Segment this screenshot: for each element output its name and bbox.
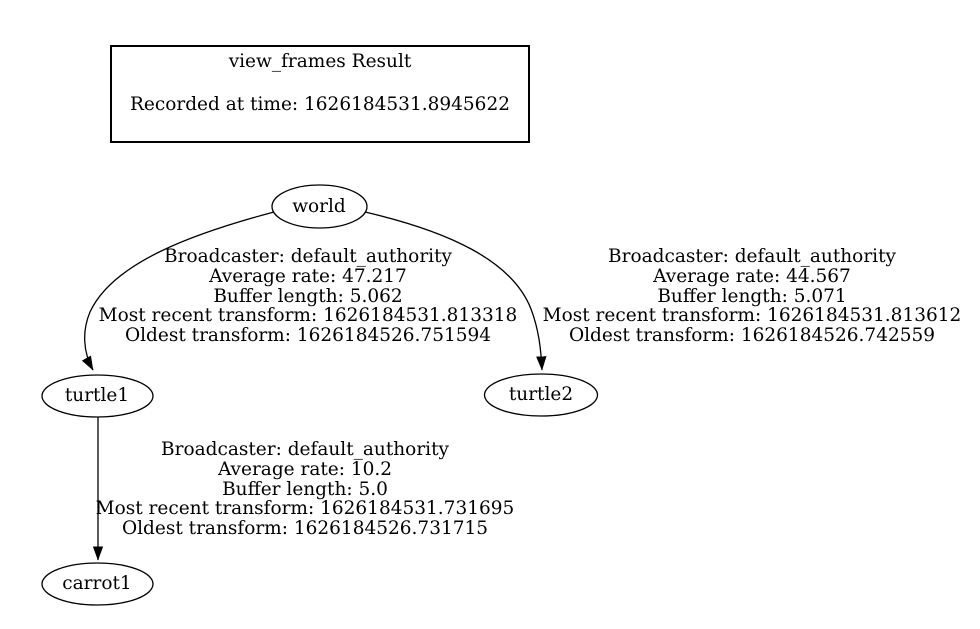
node-label-carrot1: carrot1 <box>62 573 132 594</box>
broadcaster-line: Broadcaster: default_authority <box>608 246 896 267</box>
buffer-length-line: Buffer length: 5.071 <box>657 285 847 307</box>
edge-world-turtle2 <box>364 211 547 371</box>
node-label-turtle2: turtle2 <box>508 384 574 405</box>
average-rate-line: Average rate: 44.567 <box>653 265 851 287</box>
node-ellipse-world <box>271 184 368 229</box>
edge-label-turtle1-carrot1: Broadcaster: default_authority Average r… <box>94 440 516 539</box>
node-ellipse-turtle2 <box>483 373 599 417</box>
edge-label-world-turtle1: Broadcaster: default_authority Average r… <box>97 247 519 346</box>
oldest-transform-line: Oldest transform: 1626184526.751594 <box>124 325 492 347</box>
most-recent-transform-line: Most recent transform: 1626184531.813612 <box>542 305 962 327</box>
result-title: view_frames Result <box>228 51 412 72</box>
broadcaster-line: Broadcaster: default_authority <box>161 439 449 460</box>
broadcaster-line: Broadcaster: default_authority <box>164 246 452 267</box>
node-ellipse-carrot1 <box>41 562 154 606</box>
result-title-box: view_frames Result Recorded at time: 162… <box>110 45 530 143</box>
most-recent-transform-line: Most recent transform: 1626184531.731695 <box>95 498 515 520</box>
edge-world-turtle1 <box>81 211 275 371</box>
recorded-at-time: Recorded at time: 1626184531.8945622 <box>129 94 510 115</box>
oldest-transform-line: Oldest transform: 1626184526.742559 <box>568 325 936 347</box>
most-recent-transform-line: Most recent transform: 1626184531.813318 <box>98 305 518 327</box>
average-rate-line: Average rate: 10.2 <box>217 458 393 480</box>
buffer-length-line: Buffer length: 5.0 <box>222 478 388 500</box>
node-label-turtle1: turtle1 <box>64 385 130 406</box>
average-rate-line: Average rate: 47.217 <box>209 265 407 287</box>
node-label-world: world <box>292 196 346 217</box>
oldest-transform-line: Oldest transform: 1626184526.731715 <box>121 518 489 540</box>
edge-label-world-turtle2: Broadcaster: default_authority Average r… <box>541 247 963 346</box>
buffer-length-line: Buffer length: 5.062 <box>213 285 403 307</box>
node-ellipse-turtle1 <box>41 374 154 418</box>
